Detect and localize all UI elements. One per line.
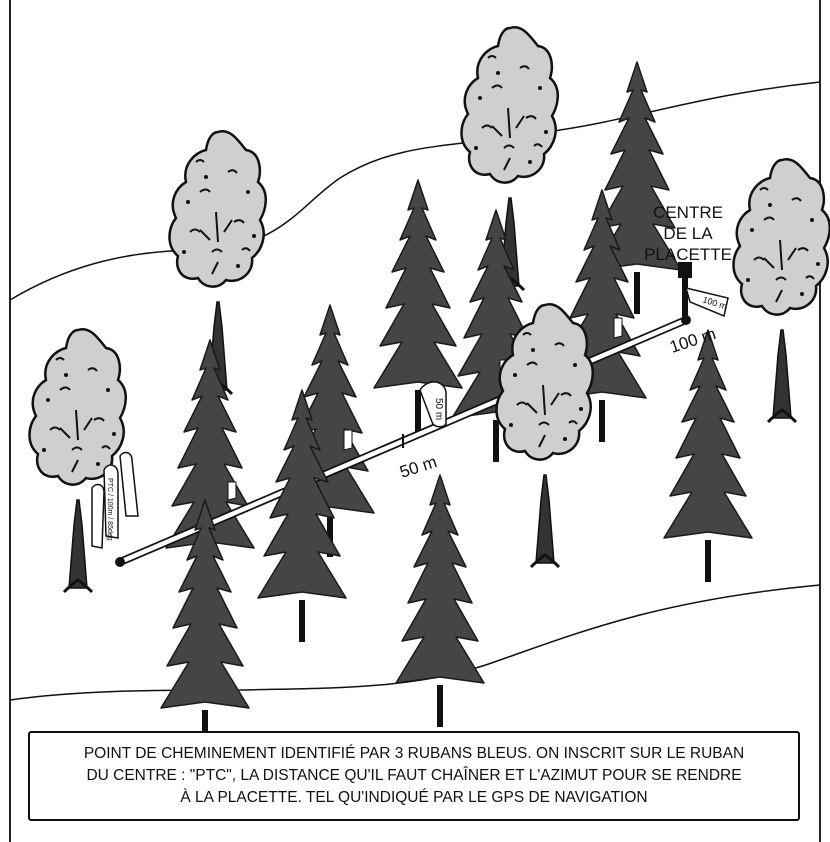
caption-line-3: À LA PLACETTE. TEL QU'INDIQUÉ PAR LE GPS…: [180, 789, 648, 806]
caption-box: POINT DE CHEMINEMENT IDENTIFIÉ PAR 3 RUB…: [28, 731, 800, 821]
center-stake: [682, 272, 688, 322]
ribbon-mid: 50 m: [419, 381, 447, 428]
ribbon-center: 100 m: [684, 286, 729, 318]
ribbon-ptc-text: PTC / 100m / 85deg: [106, 478, 113, 541]
start-point: [115, 557, 125, 567]
ribbons-ptc: PTC / 100m / 85deg: [91, 451, 139, 549]
deciduous-tree: [732, 157, 830, 424]
deciduous-tree: [28, 327, 128, 594]
center-label-line2: DE LA: [663, 224, 713, 243]
caption-line-2: DU CENTRE : "PTC", LA DISTANCE QU'IL FAU…: [86, 767, 742, 784]
conifer-tree: [395, 474, 485, 728]
center-flag: [678, 262, 692, 278]
caption-line-1: POINT DE CHEMINEMENT IDENTIFIÉ PAR 3 RUB…: [83, 745, 745, 762]
ribbon-mid-text: 50 m: [433, 398, 444, 420]
center-label-line3: PLACETTE: [644, 245, 732, 264]
center-label-line1: CENTRE: [653, 203, 723, 222]
deciduous-tree: [168, 129, 268, 396]
deciduous-tree: [460, 25, 560, 292]
conifer-tree: [663, 329, 753, 583]
distance-50-label: 50 m: [397, 452, 439, 482]
conifer-tree: [373, 179, 463, 433]
